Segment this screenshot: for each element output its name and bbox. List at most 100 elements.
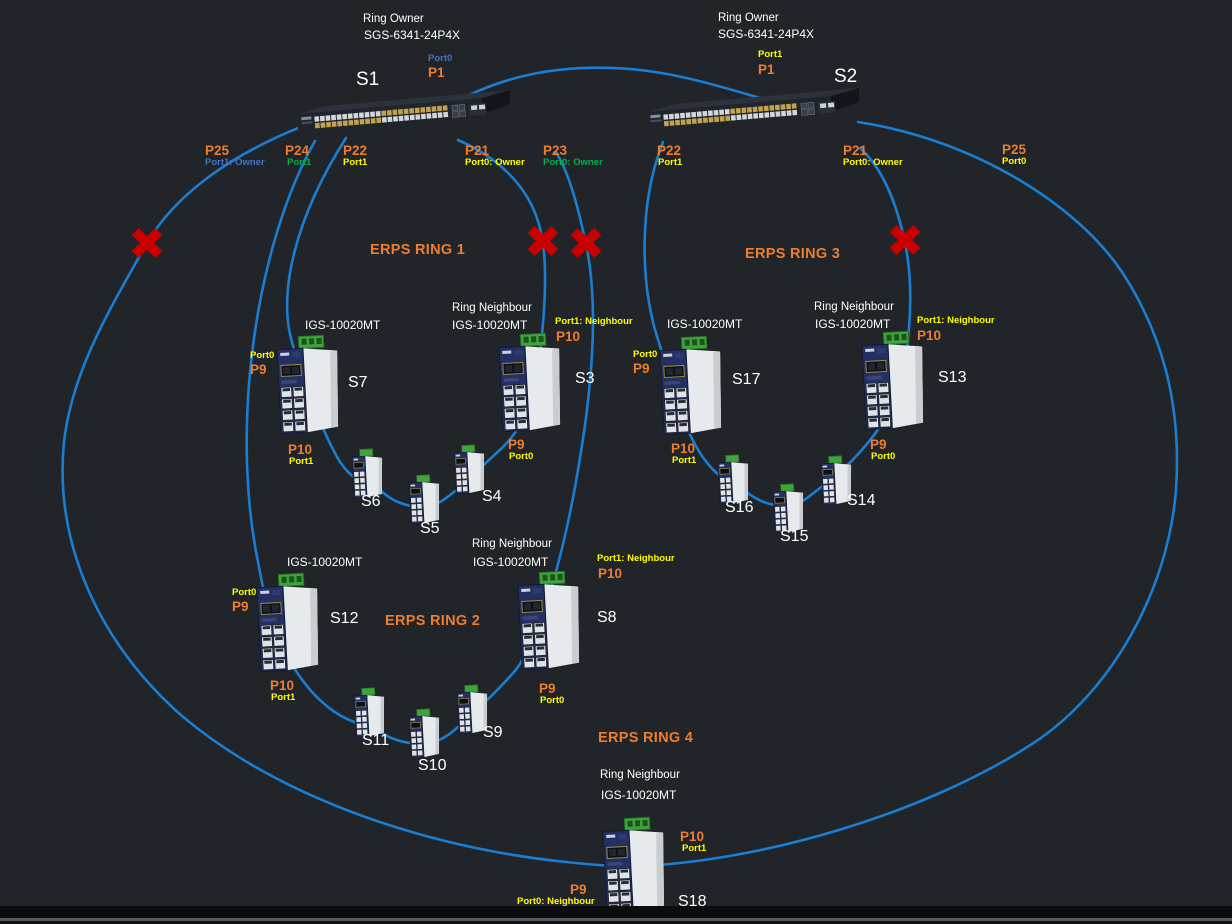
device-s16 bbox=[717, 453, 754, 512]
device-label-s13: S13 bbox=[938, 369, 967, 386]
device-s11 bbox=[353, 686, 390, 745]
port-label: P1 bbox=[758, 62, 775, 77]
port-role-label: Port1: Neighbour bbox=[597, 553, 675, 564]
port-role-label: Port1 bbox=[343, 157, 368, 168]
device-s1 bbox=[292, 82, 512, 149]
device-label-s7: S7 bbox=[348, 374, 368, 391]
port-label: P23 bbox=[543, 143, 568, 158]
port-role-label: Port1 bbox=[658, 157, 683, 168]
device-s12 bbox=[255, 571, 324, 679]
device-label-s11: S11 bbox=[362, 732, 390, 749]
device-model-label: IGS-10020MT bbox=[601, 788, 677, 802]
port-role-label: Port0 bbox=[428, 53, 453, 64]
device-label-s12: S12 bbox=[330, 610, 359, 627]
broken-link-icon bbox=[888, 224, 922, 256]
window-bottom-edge bbox=[0, 921, 1232, 924]
device-s3 bbox=[497, 331, 566, 439]
port-label: P25 bbox=[205, 143, 230, 158]
device-model-label: IGS-10020MT bbox=[815, 317, 891, 331]
port-role-label: Port0: Owner bbox=[843, 157, 903, 168]
device-label-s2: S2 bbox=[834, 66, 858, 87]
device-label-s18: S18 bbox=[678, 893, 707, 910]
device-model-label: IGS-10020MT bbox=[473, 555, 549, 569]
port-label: P9 bbox=[570, 882, 587, 897]
port-role-label: Port1: Neighbour bbox=[917, 315, 995, 326]
device-s6 bbox=[351, 447, 388, 506]
port-label: P9 bbox=[870, 437, 887, 452]
link-owner-to-owner bbox=[450, 66, 762, 106]
device-s10 bbox=[408, 707, 445, 766]
broken-link-icon bbox=[130, 227, 164, 259]
port-role-label: Port1 bbox=[289, 456, 314, 467]
port-role-label: Port0 bbox=[509, 451, 534, 462]
device-s7 bbox=[275, 333, 344, 441]
device-role-label: Ring Neighbour bbox=[452, 302, 532, 314]
device-s9 bbox=[456, 683, 493, 742]
port-label: P10 bbox=[680, 829, 705, 844]
device-label-s16: S16 bbox=[725, 499, 754, 516]
ring-label-3: ERPS RING 3 bbox=[745, 246, 841, 262]
port-role-label: Port1 bbox=[271, 692, 296, 703]
link-ring2 bbox=[245, 139, 595, 745]
device-s8 bbox=[516, 569, 585, 677]
device-model-label: IGS-10020MT bbox=[452, 318, 528, 332]
port-label: P21 bbox=[465, 143, 490, 158]
device-role-label: Ring Owner bbox=[363, 13, 424, 25]
device-s5 bbox=[408, 473, 445, 532]
ring-label-2: ERPS RING 2 bbox=[385, 613, 481, 629]
port-label: P10 bbox=[598, 566, 623, 581]
device-s17 bbox=[658, 334, 727, 442]
port-role-label: Port1: Owner bbox=[205, 157, 265, 168]
link-ring4-outer bbox=[61, 120, 1179, 868]
device-label-s8: S8 bbox=[597, 609, 617, 626]
device-role-label: Ring Owner bbox=[718, 12, 779, 24]
device-label-s10: S10 bbox=[418, 757, 447, 774]
device-s4 bbox=[453, 443, 490, 502]
ring-label-4: ERPS RING 4 bbox=[598, 730, 694, 746]
port-label: P1 bbox=[428, 65, 445, 80]
port-label: P25 bbox=[1002, 142, 1027, 157]
device-label-s6: S6 bbox=[361, 493, 381, 510]
device-model-label: IGS-10020MT bbox=[287, 555, 363, 569]
device-label-s17: S17 bbox=[732, 371, 761, 388]
port-label: P10 bbox=[270, 678, 295, 693]
port-label: P22 bbox=[343, 143, 368, 158]
port-label: P9 bbox=[508, 437, 525, 452]
port-label: P9 bbox=[232, 599, 249, 614]
device-s14 bbox=[820, 454, 857, 513]
port-label: P10 bbox=[556, 329, 581, 344]
port-role-label: Port0 bbox=[540, 695, 565, 706]
port-role-label: Port0: Owner bbox=[465, 157, 525, 168]
device-model-label: IGS-10020MT bbox=[667, 317, 743, 331]
device-s2 bbox=[641, 80, 861, 147]
broken-link-icon bbox=[569, 227, 603, 259]
port-role-label: Port0 bbox=[1002, 156, 1027, 167]
window-bottom-border-dark bbox=[0, 906, 1232, 918]
window-bottom-border-light bbox=[0, 918, 1232, 921]
device-role-label: Ring Neighbour bbox=[814, 301, 894, 313]
port-label: P10 bbox=[917, 328, 942, 343]
device-s13 bbox=[860, 329, 929, 437]
port-role-label: Port1 bbox=[672, 455, 697, 466]
port-label: P24 bbox=[285, 143, 310, 158]
device-label-s1: S1 bbox=[356, 69, 380, 90]
device-model-label: SGS-6341-24P4X bbox=[718, 27, 815, 41]
port-label: P9 bbox=[633, 361, 650, 376]
device-role-label: Ring Neighbour bbox=[600, 769, 680, 781]
device-label-s9: S9 bbox=[483, 724, 503, 741]
port-role-label: Port0: Owner bbox=[543, 157, 603, 168]
port-label: P9 bbox=[539, 681, 556, 696]
device-label-s3: S3 bbox=[575, 370, 595, 387]
port-role-label: Port1: Neighbour bbox=[555, 316, 633, 327]
device-label-s4: S4 bbox=[482, 488, 502, 505]
device-label-s5: S5 bbox=[420, 520, 440, 537]
device-label-s14: S14 bbox=[847, 492, 876, 509]
port-label: P10 bbox=[671, 441, 696, 456]
port-label: P22 bbox=[657, 143, 682, 158]
port-role-label: Port0 bbox=[633, 349, 658, 360]
device-label-s15: S15 bbox=[780, 528, 809, 545]
port-role-label: Port0 bbox=[871, 451, 896, 462]
device-model-label: IGS-10020MT bbox=[305, 318, 381, 332]
